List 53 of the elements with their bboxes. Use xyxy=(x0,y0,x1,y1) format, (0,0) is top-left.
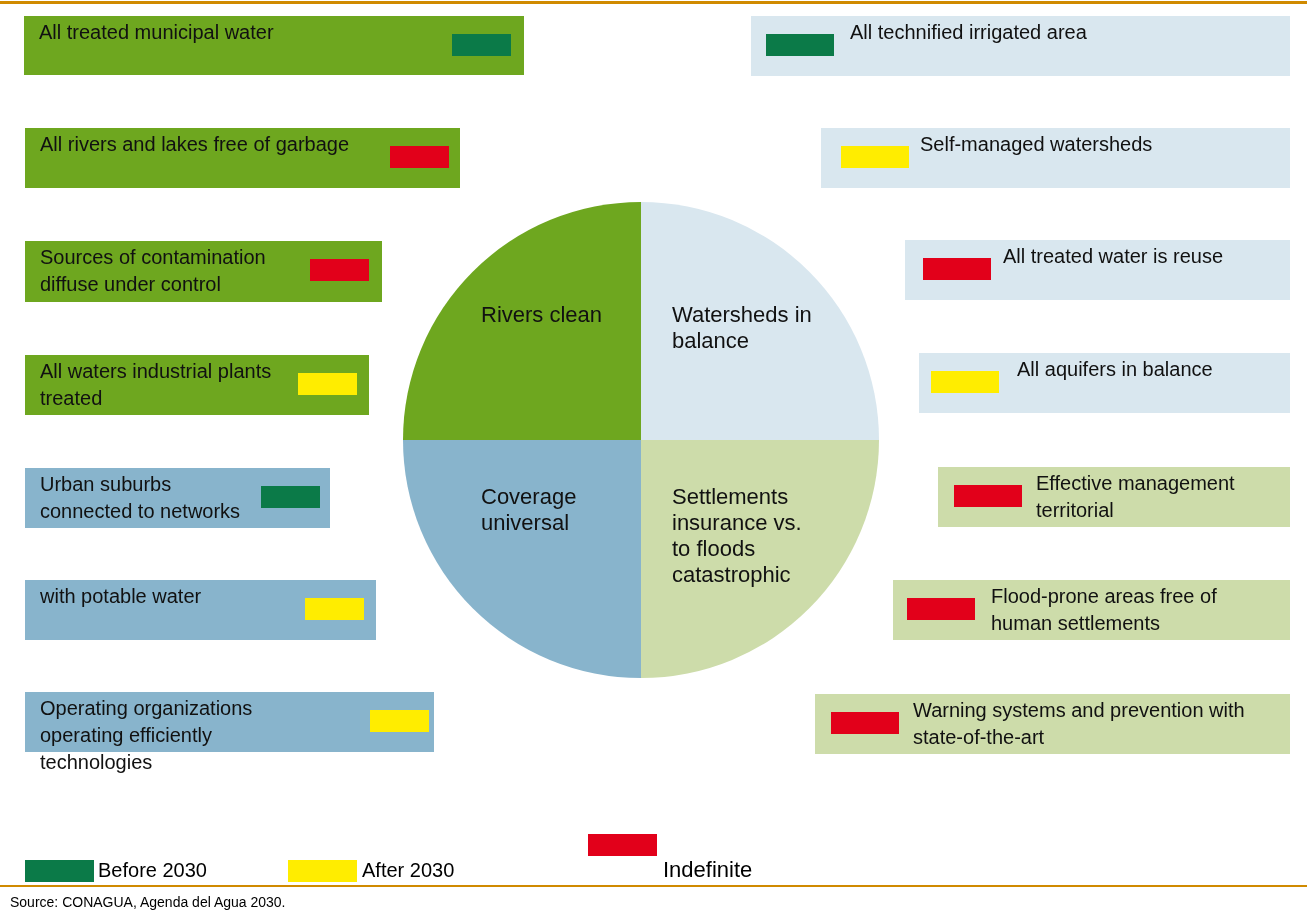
goal-text: All waters industrial plants treated xyxy=(40,359,273,411)
goal-box xyxy=(25,468,330,528)
source-note: Source: CONAGUA, Agenda del Agua 2030. xyxy=(10,894,286,910)
status-swatch xyxy=(310,259,369,281)
goal-text: Urban suburbs connected to networks xyxy=(40,472,242,524)
goal-text: Effective management territorial xyxy=(1036,471,1236,523)
goal-text: with potable water xyxy=(40,584,203,609)
quadrant-label: Coverage universal xyxy=(481,484,578,536)
status-swatch xyxy=(931,371,999,393)
status-swatch xyxy=(831,712,899,734)
status-swatch xyxy=(452,34,511,56)
status-swatch xyxy=(370,710,429,732)
goal-text: All aquifers in balance xyxy=(1017,357,1214,382)
goal-text: All treated municipal water xyxy=(39,20,275,45)
goal-box xyxy=(25,128,460,188)
status-swatch xyxy=(298,373,357,395)
goal-text: All technified irrigated area xyxy=(850,20,1088,45)
goal-box xyxy=(25,241,382,302)
goal-box xyxy=(815,694,1290,754)
status-swatch xyxy=(841,146,909,168)
goal-box xyxy=(24,16,524,75)
goal-text: Operating organizations operating efficiently technologies xyxy=(40,696,254,775)
goal-text: Warning systems and prevention with state-of-the-art xyxy=(913,698,1246,750)
pie-quadrant xyxy=(641,202,879,440)
goal-box xyxy=(905,240,1290,300)
goal-box xyxy=(938,467,1290,527)
legend-text: Indefinite xyxy=(663,857,753,883)
quadrant-label: Rivers clean xyxy=(481,302,604,328)
status-swatch xyxy=(390,146,449,168)
goal-box xyxy=(919,353,1290,413)
goal-text: Flood-prone areas free of human settlements xyxy=(991,584,1218,636)
legend-text: After 2030 xyxy=(362,858,455,883)
status-swatch xyxy=(923,258,991,280)
goal-box xyxy=(25,355,369,415)
pie-quadrant xyxy=(403,440,641,678)
quadrant-label: Settlements insurance vs. to floods catastrophic xyxy=(672,484,803,588)
goal-text: Self-managed watersheds xyxy=(920,132,1154,157)
goal-box xyxy=(25,580,376,640)
pie-quadrant xyxy=(641,440,879,678)
goal-box xyxy=(821,128,1290,188)
goal-text: All treated water is reuse xyxy=(1003,244,1225,269)
status-swatch xyxy=(907,598,975,620)
quadrant-label: Watersheds in balance xyxy=(672,302,812,354)
goal-text: Sources of contamination diffuse under control xyxy=(40,245,267,297)
status-swatch xyxy=(766,34,834,56)
goal-text: All rivers and lakes free of garbage xyxy=(40,132,351,157)
status-swatch xyxy=(261,486,320,508)
goal-box xyxy=(893,580,1290,640)
goal-box xyxy=(751,16,1290,76)
pie-quadrant xyxy=(403,202,641,440)
legend-text: Before 2030 xyxy=(98,858,207,883)
status-swatch xyxy=(305,598,364,620)
status-swatch xyxy=(954,485,1022,507)
